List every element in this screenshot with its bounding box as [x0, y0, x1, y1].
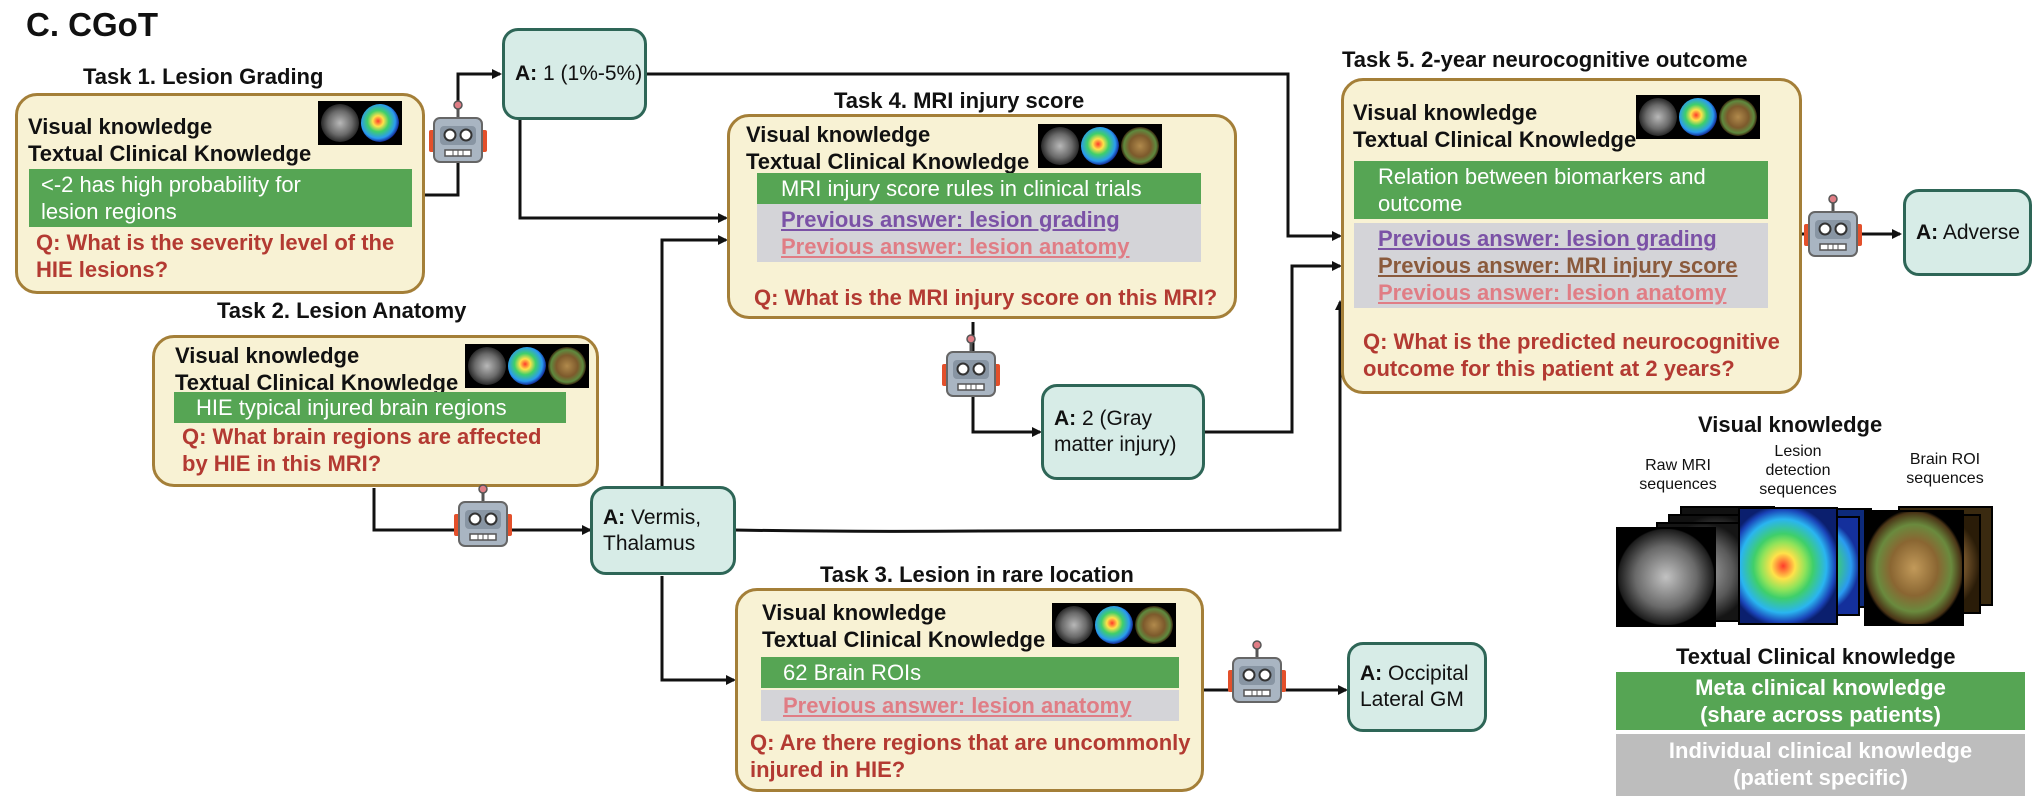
- arrow-a1-to-t4: [518, 118, 728, 223]
- task1-title: Task 1. Lesion Grading: [83, 64, 324, 89]
- answer-task4: A: 2 (Gray matter injury): [1041, 384, 1205, 480]
- task5-prev-lesion-anatomy: Previous answer: lesion anatomy: [1378, 280, 1727, 305]
- task3-textual-label: Textual Clinical Knowledge: [762, 627, 1046, 652]
- task2-question: Q: What brain regions are affected by HI…: [182, 424, 542, 476]
- task5-visual-label: Visual knowledge: [1353, 100, 1538, 125]
- lesion-detection-sequence-icon: [1738, 507, 1838, 625]
- robot-icon: [429, 100, 487, 163]
- raw-mri-thumbnail-icon: [1055, 606, 1093, 644]
- task4-prev-lesion-anatomy: Previous answer: lesion anatomy: [781, 234, 1130, 259]
- task4-question: Q: What is the MRI injury score on this …: [754, 285, 1218, 310]
- task4-title: Task 4. MRI injury score: [834, 88, 1085, 113]
- legend-meta-knowledge: Meta clinical knowledge(share across pat…: [1616, 672, 2025, 730]
- arrow-t2-to-a2: [372, 488, 592, 535]
- task5-prev-mri-injury-score: Previous answer: MRI injury score: [1378, 253, 1738, 278]
- arrow-a2-to-t5: [733, 300, 1345, 533]
- task2-meta-knowledge: HIE typical injured brain regions: [174, 392, 566, 423]
- answer-task1: A: 1 (1%-5%): [502, 28, 647, 120]
- lesion-detection-thumbnail-icon: [508, 347, 546, 385]
- task3-individual-knowledge: Previous answer: lesion anatomy: [761, 690, 1179, 721]
- lesion-detection-thumbnail-icon: [361, 104, 399, 142]
- arrow-a4-to-t5: [1203, 261, 1342, 434]
- task4-image-thumbnails: [1038, 124, 1162, 168]
- arrow-a1-to-t5: [646, 72, 1342, 241]
- figure-title: C. CGoT: [26, 6, 158, 43]
- raw-mri-thumbnail-icon: [1639, 98, 1677, 136]
- task5-title: Task 5. 2-year neurocognitive outcome: [1342, 47, 1748, 72]
- task3-box: Visual knowledge Textual Clinical Knowle…: [735, 588, 1204, 792]
- task2-visual-label: Visual knowledge: [175, 343, 360, 368]
- task1-box: Visual knowledge Textual Clinical Knowle…: [15, 93, 425, 294]
- brain-roi-thumbnail-icon: [548, 347, 586, 385]
- legend-individual-knowledge: Individual clinical knowledge(patient sp…: [1616, 734, 2025, 796]
- raw-mri-thumbnail-icon: [1041, 127, 1079, 165]
- task2-title: Task 2. Lesion Anatomy: [217, 298, 467, 323]
- task5-prev-lesion-grading: Previous answer: lesion grading: [1378, 226, 1717, 251]
- task4-meta-knowledge: MRI injury score rules in clinical trial…: [757, 173, 1201, 204]
- robot-icon: [454, 484, 512, 547]
- answer-task5: A: Adverse: [1903, 189, 2032, 276]
- task4-box: Visual knowledge Textual Clinical Knowle…: [727, 114, 1237, 319]
- task5-meta-knowledge: Relation between biomarkers and outcome: [1354, 161, 1768, 219]
- task3-meta-knowledge: 62 Brain ROIs: [761, 657, 1179, 688]
- lesion-detection-thumbnail-icon: [1679, 98, 1717, 136]
- brain-roi-thumbnail-icon: [1135, 606, 1173, 644]
- task5-question: Q: What is the predicted neurocognitive …: [1363, 329, 1780, 381]
- task1-meta-knowledge: <-2 has high probability for lesion regi…: [29, 169, 412, 227]
- arrow-a2-to-t4: [660, 235, 728, 488]
- lesion-detection-thumbnail-icon: [1081, 127, 1119, 165]
- robot-icon: [942, 334, 1000, 397]
- task5-textual-label: Textual Clinical Knowledge: [1353, 127, 1637, 152]
- legend-visual-title: Visual knowledge: [1698, 412, 1883, 437]
- raw-mri-thumbnail-icon: [468, 347, 506, 385]
- task1-image-thumbnails: [318, 101, 402, 145]
- task3-prev-lesion-anatomy: Previous answer: lesion anatomy: [783, 693, 1132, 718]
- brain-roi-sequence-icon: [1864, 510, 1964, 626]
- robot-icon: [1804, 194, 1862, 257]
- robot-icon: [1228, 640, 1286, 703]
- answer-task2: A: Vermis, Thalamus: [590, 486, 736, 575]
- arrow-a2-to-t3: [660, 576, 736, 685]
- task4-textual-label: Textual Clinical Knowledge: [746, 149, 1030, 174]
- answer-task3: A: Occipital Lateral GM: [1347, 642, 1487, 732]
- task4-individual-knowledge: Previous answer: lesion grading Previous…: [757, 204, 1201, 262]
- task4-prev-lesion-grading: Previous answer: lesion grading: [781, 207, 1120, 232]
- task1-question: Q: What is the severity level of the HIE…: [36, 230, 395, 282]
- raw-mri-thumbnail-icon: [321, 104, 359, 142]
- legend-textual-title: Textual Clinical knowledge: [1676, 644, 1956, 669]
- task1-textual-label: Textual Clinical Knowledge: [28, 141, 312, 166]
- brain-roi-thumbnail-icon: [1121, 127, 1159, 165]
- task5-individual-knowledge: Previous answer: lesion grading Previous…: [1354, 223, 1768, 308]
- task3-visual-label: Visual knowledge: [762, 600, 947, 625]
- task2-image-thumbnails: [465, 344, 589, 388]
- task4-visual-label: Visual knowledge: [746, 122, 931, 147]
- lesion-detection-thumbnail-icon: [1095, 606, 1133, 644]
- task5-box: Visual knowledge Textual Clinical Knowle…: [1341, 78, 1802, 394]
- raw-mri-sequence-icon: [1616, 527, 1716, 627]
- task2-box: Visual knowledge Textual Clinical Knowle…: [152, 335, 599, 487]
- brain-roi-thumbnail-icon: [1719, 98, 1757, 136]
- task3-image-thumbnails: [1052, 603, 1176, 647]
- task2-textual-label: Textual Clinical Knowledge: [175, 370, 459, 395]
- task5-image-thumbnails: [1636, 95, 1760, 139]
- task3-title: Task 3. Lesion in rare location: [820, 562, 1134, 587]
- task1-visual-label: Visual knowledge: [28, 114, 213, 139]
- task3-question: Q: Are there regions that are uncommonly…: [750, 730, 1191, 782]
